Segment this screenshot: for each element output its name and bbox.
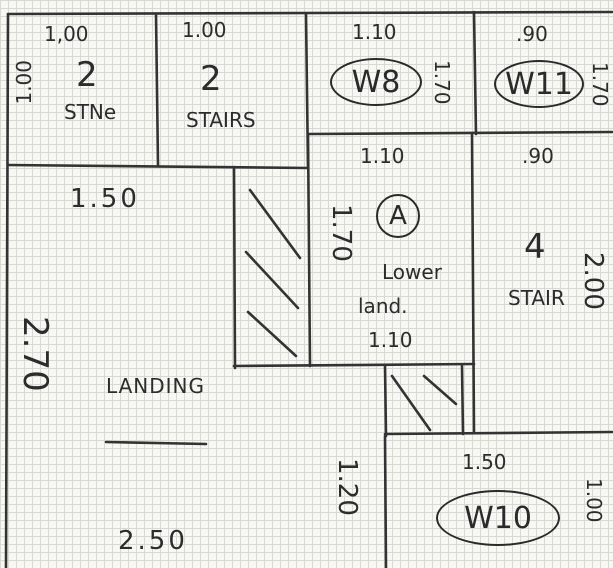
stair-4-number: 4 — [524, 227, 546, 267]
stair-4-side-dim: 2.00 — [578, 252, 608, 310]
stairs-2-label: STAIRS — [186, 108, 256, 132]
lower-landing-tag: A — [389, 201, 407, 231]
wall-left — [4, 12, 10, 568]
wall-row1-bottom-left — [6, 163, 310, 170]
wall-lower-landing-right — [470, 132, 476, 434]
wall-w10-top — [383, 430, 613, 436]
lower-landing-bottom-dim: 1.10 — [368, 328, 413, 352]
lower-landing-side-dim: 1.70 — [326, 204, 356, 262]
lower-landing-label-1: Lower — [382, 260, 442, 284]
stair-left-top-dim: 1,00 — [44, 22, 89, 46]
wall-w8-w11-divider — [472, 10, 478, 136]
wall-top — [6, 10, 613, 16]
w10-side-left-dim: 1.20 — [332, 458, 362, 516]
landing-top-dim: 1.50 — [70, 184, 140, 214]
wall-small-stair-left — [383, 364, 388, 438]
lower-landing-top-dim: 1.10 — [360, 144, 405, 168]
wall-landing-inner-right — [383, 434, 388, 568]
w10-side-right-dim: 1.00 — [582, 478, 606, 523]
w8-code: W8 — [351, 64, 401, 100]
lower-landing-tag-circle: A — [376, 194, 420, 238]
lower-landing-label-2: land. — [358, 294, 408, 318]
hatch-4 — [390, 374, 432, 432]
w8-top-dim: 1.10 — [352, 20, 397, 44]
w11-code: W11 — [505, 66, 573, 102]
w8-code-ring: W8 — [330, 58, 422, 106]
stair-left-number: 2 — [76, 55, 98, 95]
w10-code: W10 — [464, 500, 532, 536]
w11-code-ring: W11 — [494, 60, 584, 108]
w11-side-dim: 1.70 — [588, 62, 612, 107]
wall-small-stair-right — [460, 364, 465, 436]
landing-bottom-dim: 2.50 — [118, 526, 188, 556]
hatch-3 — [246, 310, 298, 358]
w10-top-dim: 1.50 — [462, 450, 507, 474]
w10-code-ring: W10 — [436, 490, 560, 546]
w11-top-dim: .90 — [516, 22, 548, 46]
wall-stairs-divider-1 — [154, 12, 160, 167]
stair-4-label: STAIR — [508, 286, 565, 310]
stair-left-side-dim: 1.00 — [12, 60, 36, 105]
wall-hatched-right — [306, 132, 312, 368]
wall-hatched-bottom — [232, 362, 476, 368]
landing-underline — [104, 440, 208, 446]
landing-label: LANDING — [106, 374, 206, 398]
stairs-2-top-dim: 1.00 — [182, 18, 227, 42]
hatch-2 — [244, 250, 300, 310]
w8-side-dim: 1.70 — [430, 60, 454, 105]
hatch-5 — [422, 374, 458, 406]
wall-row1-bottom-right — [306, 130, 613, 136]
stairs-2-number: 2 — [200, 59, 222, 99]
hatch-1 — [248, 188, 302, 260]
wall-landing-right — [232, 165, 237, 370]
stair-4-top-dim: .90 — [522, 144, 554, 168]
stair-left-label: STNe — [64, 100, 117, 124]
landing-side-dim: 2.70 — [15, 316, 55, 392]
